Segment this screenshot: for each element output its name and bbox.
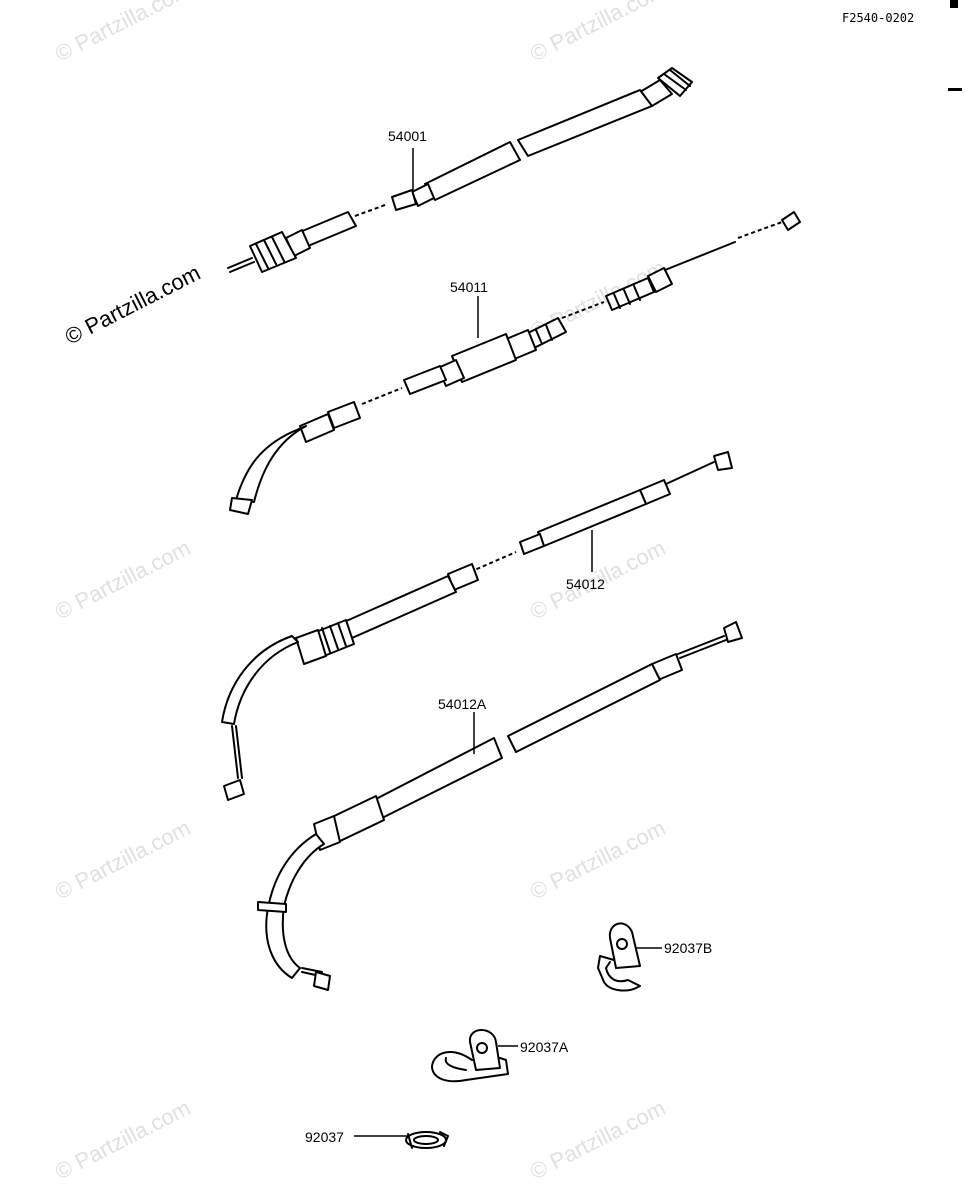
cable-54011[interactable]: [229, 211, 801, 515]
watermark: © Partzilla.com: [51, 815, 194, 905]
callout-54001[interactable]: 54001: [388, 128, 427, 144]
watermark: © Partzilla.com: [51, 1095, 194, 1185]
callout-92037A[interactable]: 92037A: [520, 1039, 569, 1055]
clip-92037[interactable]: [405, 1131, 449, 1149]
watermark: © Partzilla.com: [526, 815, 669, 905]
edge-mark-top: [950, 0, 958, 8]
cable-54001[interactable]: [227, 67, 693, 273]
watermark: © Partzilla.com: [526, 0, 669, 66]
diagram-code: F2540-0202: [842, 11, 914, 25]
clamp-92037B[interactable]: [597, 922, 641, 992]
clamp-92037A[interactable]: [431, 1029, 509, 1083]
watermark-grid: © Partzilla.com © Partzilla.com © Partzi…: [51, 0, 669, 1184]
cable-54012[interactable]: [221, 451, 733, 801]
edge-mark-side: [948, 88, 962, 91]
callout-92037B[interactable]: 92037B: [664, 940, 712, 956]
watermark: © Partzilla.com: [51, 0, 194, 66]
watermark-main: © Partzilla.com: [61, 260, 204, 350]
cable-54012A[interactable]: [257, 621, 743, 991]
callout-92037[interactable]: 92037: [305, 1129, 344, 1145]
callout-54011[interactable]: 54011: [450, 279, 488, 295]
callout-54012A[interactable]: 54012A: [438, 696, 487, 712]
watermark: © Partzilla.com: [51, 535, 194, 625]
watermark: © Partzilla.com: [526, 1095, 669, 1185]
callout-54012[interactable]: 54012: [566, 576, 605, 592]
